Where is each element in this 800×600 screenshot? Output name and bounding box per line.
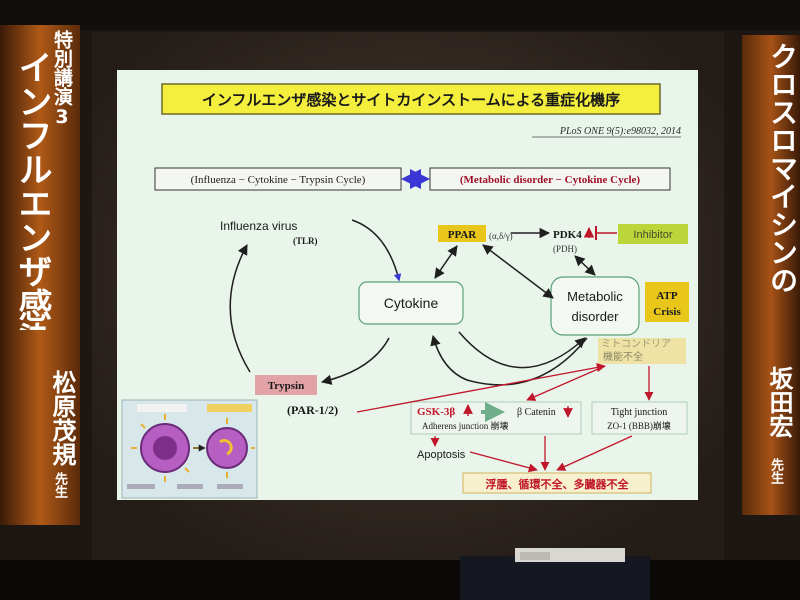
arrow-virus-to-cytokine: [351, 219, 402, 282]
arrow-trypsin-to-virus: [229, 244, 251, 373]
virus-illustration: [121, 399, 258, 499]
trypsin-box: [255, 375, 317, 395]
par-label: (PAR-1/2): [287, 403, 338, 417]
banner-left-title: インフルエンザ感染の: [12, 50, 52, 330]
banner-right-name: 坂田宏: [765, 366, 793, 438]
arrow-pdk4-metabolic: [574, 255, 596, 276]
arrow-tight-to-edema: [556, 435, 633, 471]
crisis-label: Crisis: [653, 306, 681, 318]
pdk4-label: PDK4: [553, 229, 582, 241]
edema-label: 浮腫、循環不全、多臓器不全: [486, 477, 630, 491]
inhibitor-box: [618, 224, 688, 244]
metabolic-label-1: Metabolic: [567, 289, 623, 304]
ppar-box: [438, 225, 486, 242]
atp-crisis-box: [645, 282, 689, 322]
cycle-right-box: [429, 167, 671, 191]
banner-left-top: 特別講演3: [51, 30, 73, 128]
slide-title: インフルエンザ感染とサイトカインストームによる重症化機序: [202, 91, 620, 109]
arrow-cytokine-to-trypsin: [320, 337, 390, 385]
mitochondria-label-1: ミトコンドリア: [601, 339, 671, 350]
cytokine-box: [358, 281, 464, 325]
influenza-virus-label: Influenza virus: [220, 219, 297, 233]
arrow-metabolic-to-cytokine: [430, 334, 588, 386]
cytokine-label: Cytokine: [384, 295, 439, 311]
apoptosis-label: Apoptosis: [417, 449, 466, 461]
arrow-ppar-metabolic: [482, 244, 554, 299]
edema-box: [462, 472, 652, 494]
right-banner: [742, 35, 800, 515]
presentation-slide: インフルエンザ感染とサイトカインストームによる重症化機序 PLoS ONE 9(…: [117, 70, 698, 500]
cycle-right-label: (Metabolic disorder − Cytokine Cycle): [460, 174, 641, 186]
adherens-label: Adherens junction 崩壊: [422, 420, 509, 431]
citation: PLoS ONE 9(5):e98032, 2014: [559, 126, 681, 137]
arrow-par-to-mitochondria: [356, 363, 606, 413]
banner-right-suffix: 先生: [768, 458, 783, 484]
mitochondria-label-2: 機能不全: [603, 350, 643, 363]
catenin-label: β Catenin: [517, 407, 556, 418]
ppar-label: PPAR: [448, 229, 478, 241]
arrow-cytokine-to-metabolic: [458, 331, 586, 369]
banner-left-name: 松原茂規: [48, 370, 76, 466]
arrow-cytokine-ppar: [434, 245, 458, 279]
ppar-subtypes: (α,δ/γ): [489, 231, 513, 241]
mitochondria-box: [598, 338, 686, 364]
atp-label: ATP: [656, 290, 677, 302]
arrow-mito-to-catenin: [526, 365, 606, 401]
arrow-apoptosis-to-edema: [469, 451, 538, 473]
podium: [460, 556, 650, 600]
zo1-label: ZO-1 (BBB)崩壊: [607, 420, 671, 431]
tight-junction-label: Tight junction: [611, 407, 668, 418]
trypsin-label: Trypsin: [268, 380, 304, 392]
metabolic-disorder-box: [550, 276, 640, 336]
left-banner: [0, 25, 80, 525]
tlr-label: (TLR): [293, 236, 318, 246]
banner-left-suffix: 先生: [52, 472, 67, 498]
tight-junction-box: [591, 401, 688, 435]
pdh-label: (PDH): [553, 244, 577, 254]
banner-right-title: クロスロマイシンの: [766, 42, 799, 294]
gsk-label: GSK-3β: [417, 406, 455, 418]
slide-title-box: [161, 83, 661, 115]
metabolic-label-2: disorder: [572, 309, 620, 324]
cycle-left-label: (Influenza − Cytokine − Trypsin Cycle): [191, 174, 366, 186]
inhibitor-label: Inhibitor: [633, 229, 672, 241]
